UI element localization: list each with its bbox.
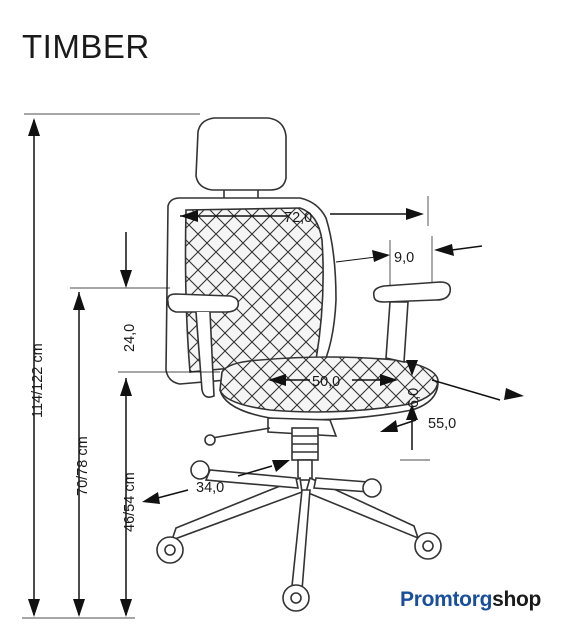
label-armrest-height: 70/78 cm [75, 436, 91, 496]
seat-edge [219, 381, 439, 421]
chair [156, 117, 452, 612]
logo-part-2: shop [492, 588, 542, 611]
label-base-radius: 34,0 [196, 480, 224, 496]
product-title: TIMBER [22, 28, 150, 65]
headrest [195, 117, 287, 191]
label-seat-width: 50,0 [312, 374, 340, 390]
tilt-lever [211, 427, 271, 439]
label-depth: 55,0 [428, 416, 456, 432]
label-backrest-span: 24,0 [122, 324, 138, 352]
label-width: 72,0 [284, 210, 312, 226]
left-armrest-pad [166, 293, 240, 313]
seat-mechanism [267, 417, 338, 437]
right-armrest-pad [372, 281, 452, 303]
seat [219, 356, 439, 413]
label-seat-height: 46/54 cm [122, 472, 138, 532]
gas-lift [297, 459, 313, 481]
label-armrest-width: 9,0 [394, 250, 414, 266]
dimension-lines [22, 113, 524, 619]
label-seat-thickness: 6,0 [406, 388, 422, 408]
brand-logo: Promtorgshop [400, 588, 541, 612]
right-armrest-support [385, 301, 409, 363]
left-armrest-support [195, 311, 215, 398]
quilted-back [184, 207, 324, 373]
label-total-height: 114/122 cm [30, 343, 46, 418]
casters [156, 460, 442, 612]
logo-part-1: Promtorg [400, 588, 493, 611]
